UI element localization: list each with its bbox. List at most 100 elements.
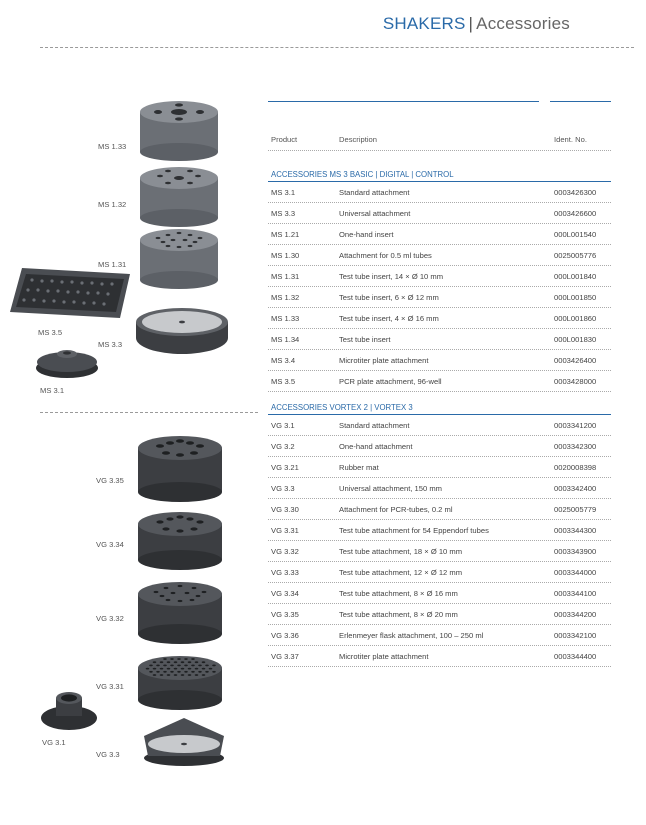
hole: [205, 664, 209, 667]
label-vg-3-34: VG 3.34: [96, 540, 124, 549]
ident-cell: 000L001850: [554, 292, 597, 302]
hole: [152, 667, 157, 670]
description-cell: One-hand attachment: [339, 441, 413, 451]
ident-cell: 0003426300: [554, 187, 597, 197]
hole: [212, 670, 216, 673]
hole: [163, 670, 167, 673]
hole: [194, 667, 199, 670]
hole: [149, 670, 153, 673]
product-cell: VG 3.33: [271, 567, 299, 577]
hole: [194, 674, 199, 676]
product-cell: MS 1.30: [271, 250, 300, 260]
hole: [187, 661, 192, 664]
product-cell: VG 3.32: [271, 546, 299, 556]
product-cell: VG 3.21: [271, 462, 299, 472]
hole: [184, 658, 188, 660]
hole: [156, 670, 160, 673]
label-vg-3-3: VG 3.3: [96, 750, 120, 759]
description-cell: Test tube insert, 4 × Ø 16 mm: [339, 313, 439, 323]
hole: [180, 667, 185, 670]
hole: [208, 667, 213, 670]
product-cell: MS 1.34: [271, 334, 300, 344]
label-ms-3-5: MS 3.5: [38, 328, 63, 337]
hole: [170, 664, 174, 667]
description-cell: Microtiter plate attachment: [339, 355, 429, 365]
hole: [180, 674, 185, 676]
label-ms-1-33: MS 1.33: [98, 142, 127, 151]
hole: [191, 664, 195, 667]
hole: [205, 670, 209, 673]
ident-cell: 0003342400: [554, 483, 597, 493]
ident-cell: 0003342300: [554, 441, 597, 451]
product-cell: MS 3.5: [271, 376, 296, 386]
hole: [198, 664, 202, 667]
top-divider: [40, 47, 634, 48]
table-top-bar: [268, 101, 539, 102]
hole: [201, 661, 206, 664]
description-cell: Test tube insert: [339, 334, 391, 344]
ident-cell: 0003426400: [554, 355, 597, 365]
col-product: Product: [271, 134, 298, 144]
description-cell: Attachment for 0.5 ml tubes: [339, 250, 432, 260]
hole: [145, 667, 150, 670]
label-vg-3-1: VG 3.1: [42, 738, 66, 747]
ident-cell: 0003344000: [554, 567, 597, 577]
product-cell: MS 1.31: [271, 271, 300, 281]
description-cell: Universal attachment: [339, 208, 411, 218]
ms-3-3-image: [136, 308, 228, 354]
description-cell: Test tube attachment, 12 × Ø 12 mm: [339, 567, 463, 577]
description-cell: Universal attachment, 150 mm: [339, 483, 442, 493]
hole: [173, 674, 178, 676]
table-row: MS 1.32 Test tube insert, 6 × Ø 12 mm 000L…: [268, 287, 611, 308]
product-cell: MS 1.21: [271, 229, 300, 239]
table-row: VG 3.33 Test tube attachment, 12 × Ø 12 m…: [268, 562, 611, 583]
hole: [159, 674, 164, 676]
description-cell: Rubber mat: [339, 462, 379, 472]
product-cell: VG 3.1: [271, 420, 295, 430]
hole: [149, 664, 153, 667]
col-ident: Ident. No.: [554, 134, 587, 144]
vg-3-31-image: [138, 656, 222, 710]
hole: [163, 658, 167, 660]
ident-cell: 0003344400: [554, 651, 597, 661]
product-cell: MS 3.1: [271, 187, 296, 197]
middle-divider: [40, 412, 258, 413]
ident-cell: 0003344200: [554, 609, 597, 619]
description-cell: Test tube insert, 6 × Ø 12 mm: [339, 292, 439, 302]
table-header: Product Description Ident. No.: [268, 128, 611, 151]
label-ms-1-31: MS 1.31: [98, 260, 127, 269]
hole: [180, 661, 185, 664]
ident-cell: 0025005779: [554, 504, 597, 514]
hole: [187, 667, 192, 670]
hole: [201, 674, 206, 676]
hole: [173, 667, 178, 670]
hole: [194, 661, 199, 664]
ms-3-5-image: [10, 268, 130, 318]
ident-cell: 0003341200: [554, 420, 597, 430]
ident-cell: 0003344300: [554, 525, 597, 535]
hole: [173, 661, 178, 664]
hole: [163, 664, 167, 667]
description-cell: Microtiter plate attachment: [339, 651, 429, 661]
product-cell: MS 1.32: [271, 292, 300, 302]
description-cell: PCR plate attachment, 96-well: [339, 376, 442, 386]
vg-3-1-image: [41, 692, 97, 730]
ident-cell: 000L001840: [554, 271, 597, 281]
hole: [191, 658, 195, 660]
label-ms-1-32: MS 1.32: [98, 200, 127, 209]
hole: [191, 670, 195, 673]
product-cell: MS 3.3: [271, 208, 296, 218]
